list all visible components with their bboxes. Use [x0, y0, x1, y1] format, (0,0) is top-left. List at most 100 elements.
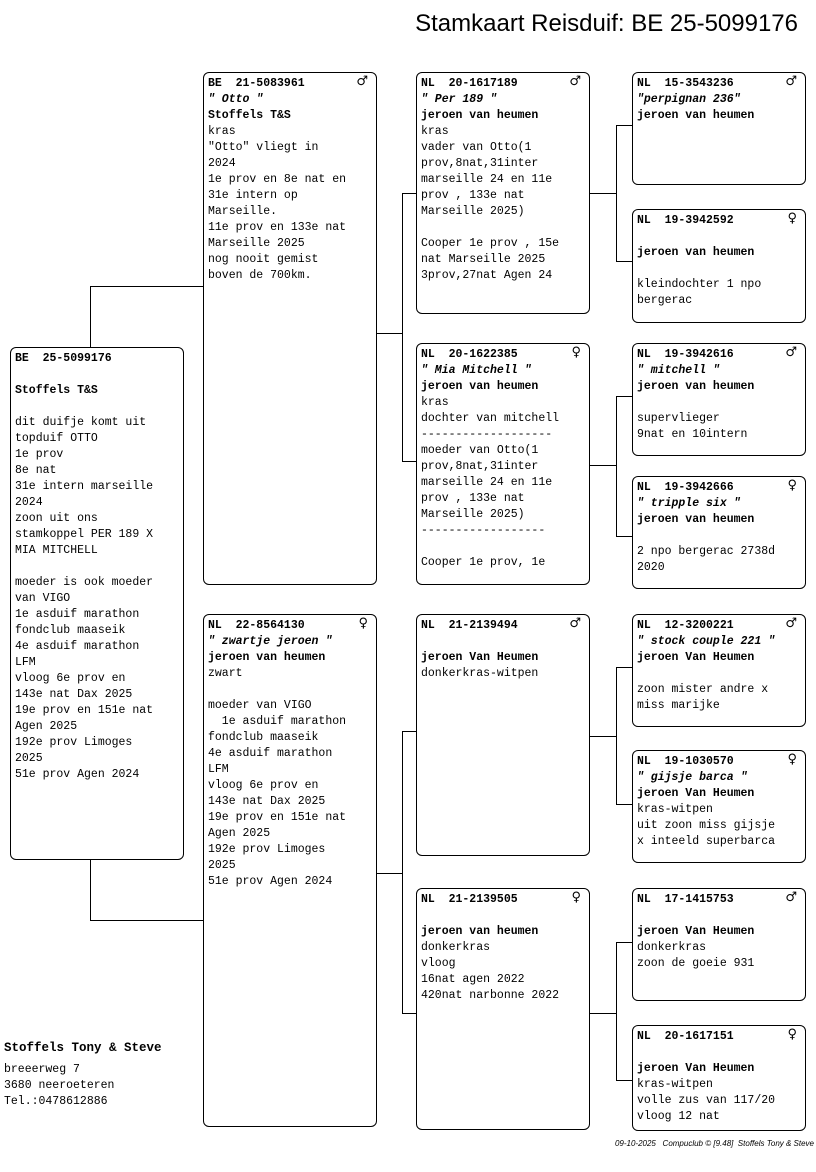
card-text-line [637, 528, 805, 544]
card-text-line: ------------------- [421, 428, 553, 441]
pigeon-card-ggp-mff[interactable]: ♂NL 12-3200221" stock couple 221 "jeroen… [632, 614, 806, 727]
card-text-line: dit duifje komt uit [15, 416, 147, 429]
connector-line [590, 193, 616, 194]
ring-number: NL 19-3942592 [637, 214, 734, 227]
card-text-line: fondclub maaseik [15, 624, 126, 637]
card-text-line: "perpignan 236" [637, 93, 741, 106]
card-text-line [637, 229, 805, 245]
card-text-line: LFM [15, 656, 36, 669]
card-text-line: prov,8nat,31inter [421, 460, 539, 473]
card-text-line: zoon uit ons [15, 512, 98, 525]
ring-number: BE 25-5099176 [15, 352, 112, 365]
card-text-line: jeroen Van Heumen [637, 787, 755, 800]
card-text-line: volle zus van 117/20 [637, 1094, 776, 1107]
card-text-line [637, 1045, 805, 1061]
card-text-line: 2025 [15, 752, 43, 765]
card-text-line: vloog [421, 957, 456, 970]
ring-number: NL 20-1617189 [421, 77, 518, 90]
card-text-line: " mitchell " [637, 364, 720, 377]
pigeon-card-ggp-fff[interactable]: ♂NL 15-3543236"perpignan 236"jeroen van … [632, 72, 806, 185]
card-text-line [637, 666, 805, 682]
male-symbol-icon: ♂ [785, 345, 797, 360]
footer-credit: 09-10-2025 Compuclub © [9.48] Stoffels T… [614, 1139, 814, 1148]
card-text-line [15, 399, 183, 415]
ring-number: NL 21-2139494 [421, 619, 518, 632]
connector-line [402, 461, 417, 462]
card-text-line: kras [208, 125, 236, 138]
card-text-line: vloog 6e prov en [208, 779, 319, 792]
owner-city: 3680 neeroeteren [4, 1079, 115, 1092]
card-text-line: " tripple six " [637, 497, 741, 510]
pigeon-card-ggp-fmf[interactable]: ♂ NL 19-3942616 " mitchell " jeroen van heu… [632, 343, 806, 456]
connector-line [616, 942, 617, 1080]
connector-line [402, 731, 403, 1013]
ring-number: NL 19-3942616 [637, 348, 734, 361]
card-text-line: miss marijke [637, 699, 720, 712]
pigeon-card-subject[interactable]: BE 25-5099176 Stoffels T&S dit duifje ko… [10, 347, 184, 860]
pigeon-card-grandfather-paternal[interactable]: ♂NL 20-1617189" Per 189 "jeroen van heum… [416, 72, 590, 314]
card-text-line: 143e nat Dax 2025 [208, 795, 326, 808]
female-symbol-icon: ♀ [787, 1027, 797, 1042]
card-text-line: Marseille. [208, 205, 278, 218]
card-text-line: 9nat en 10intern [637, 428, 748, 441]
pigeon-card-mother[interactable]: ♀NL 22-8564130" zwartje jeroen "jeroen v… [203, 614, 377, 1127]
female-symbol-icon: ♀ [358, 616, 368, 631]
ring-number: NL 20-1622385 [421, 348, 518, 361]
connector-line [616, 536, 633, 537]
card-text-line [421, 220, 589, 236]
card-text-line: " gijsje barca " [637, 771, 748, 784]
card-text-line: bergerac [637, 294, 693, 307]
card-text-line: zoon de goeie 931 [637, 957, 755, 970]
card-text-line: 19e prov en 151e nat [15, 704, 154, 717]
connector-line [90, 920, 204, 921]
card-text-line: prov , 133e nat [421, 189, 525, 202]
card-text-line: Agen 2025 [208, 827, 271, 840]
page-title: Stamkaart Reisduif: BE 25-5099176 [415, 10, 798, 37]
card-text-line: "Otto" vliegt in [208, 141, 319, 154]
pigeon-card-ggp-ffm[interactable]: ♀NL 19-3942592 jeroen van heumen kleindo… [632, 209, 806, 323]
male-symbol-icon: ♂ [785, 616, 797, 631]
pigeon-card-ggp-mfm[interactable]: ♀NL 19-1030570" gijsje barca "jeroen Van… [632, 750, 806, 863]
owner-name: Stoffels Tony & Steve [4, 1041, 162, 1055]
male-symbol-icon: ♂ [785, 890, 797, 905]
card-text-line: nat Marseille 2025 [421, 253, 546, 266]
pigeon-card-grandmother-paternal[interactable]: ♀NL 20-1622385" Mia Mitchell "jeroen van… [416, 343, 590, 585]
card-text-line [637, 908, 805, 924]
card-text-line: 3prov,27nat Agen 24 [421, 269, 553, 282]
card-text-line: Marseille 2025 [208, 237, 305, 250]
card-text-line: " zwartje jeroen " [208, 635, 333, 648]
owner-street: breeerweg 7 [4, 1063, 80, 1076]
card-text-line: 192e prov Limoges [208, 843, 326, 856]
card-text-line: moeder van VIGO [208, 699, 312, 712]
card-text-line: dochter van mitchell [421, 412, 560, 425]
card-text-line: 4e asduif marathon [15, 640, 140, 653]
card-text-line: 2025 [208, 859, 236, 872]
card-text-line: 2 npo bergerac 2738d [637, 545, 776, 558]
card-text-line: van VIGO [15, 592, 71, 605]
male-symbol-icon: ♂ [356, 74, 368, 89]
card-text-line [15, 367, 183, 383]
card-text-line: donkerkras [421, 941, 491, 954]
connector-line [616, 396, 617, 536]
connector-line [616, 125, 633, 126]
card-text-line: jeroen van heumen [208, 651, 326, 664]
card-text-line: prov , 133e nat [421, 492, 525, 505]
connector-line [616, 804, 633, 805]
card-text-line: stamkoppel PER 189 X [15, 528, 154, 541]
card-text-line: 11e prov en 133e nat [208, 221, 347, 234]
connector-line [616, 667, 617, 804]
connector-line [402, 193, 403, 461]
female-symbol-icon: ♀ [571, 345, 581, 360]
card-text-line: jeroen van heumen [637, 380, 755, 393]
card-text-line: 1e asduif marathon [15, 608, 140, 621]
card-text-line: kras [421, 396, 449, 409]
male-symbol-icon: ♂ [785, 74, 797, 89]
pigeon-card-ggp-fmm[interactable]: ♀NL 19-3942666" tripple six "jeroen van … [632, 476, 806, 589]
card-text-line: ------------------ [421, 524, 546, 537]
card-text-line: jeroen van heumen [421, 925, 539, 938]
